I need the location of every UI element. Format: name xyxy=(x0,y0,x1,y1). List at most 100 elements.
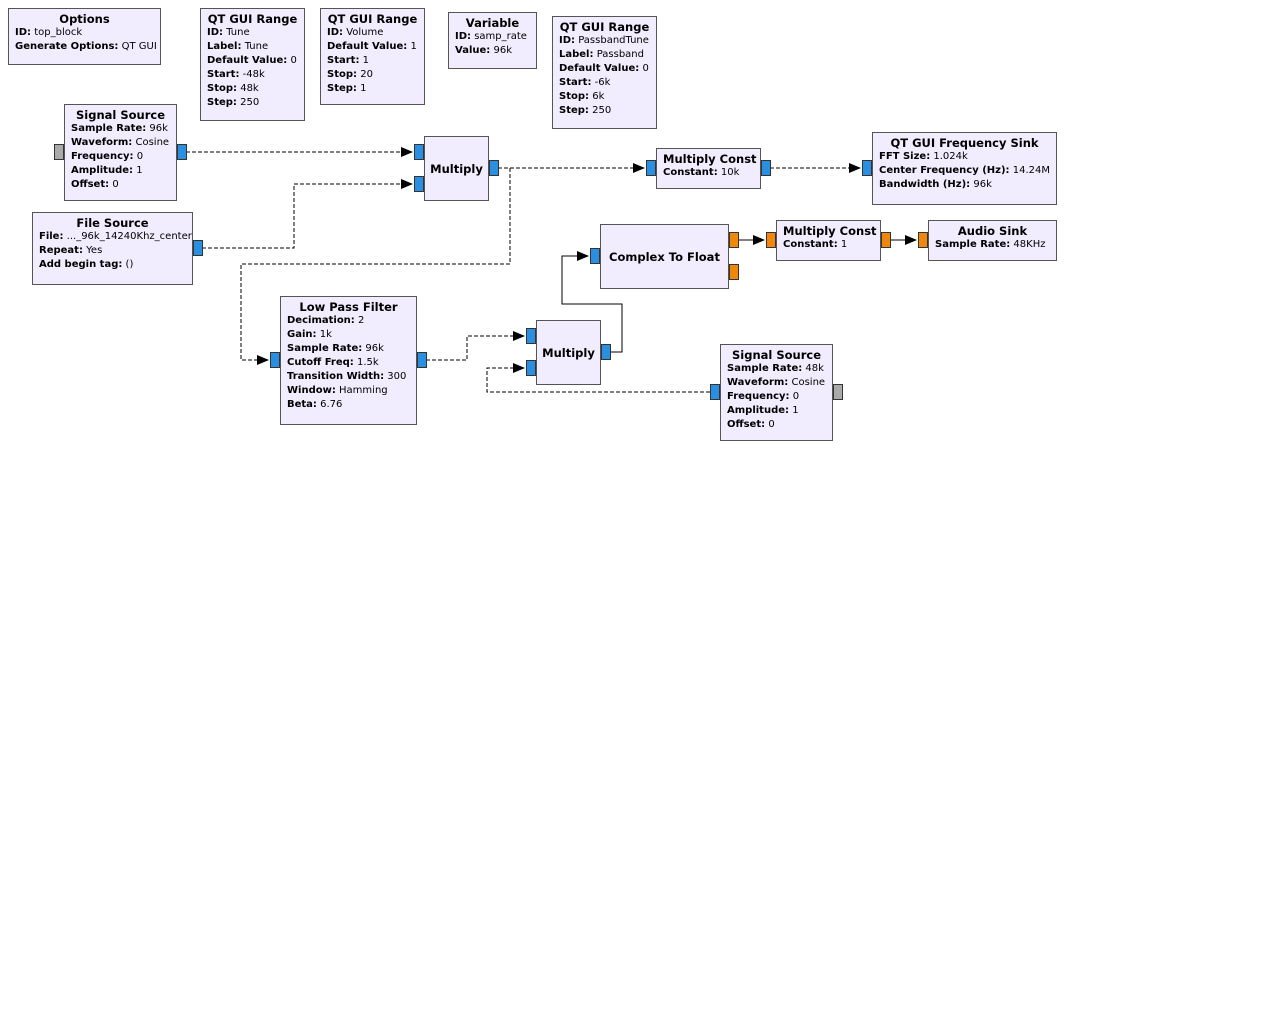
param-id: ID: top_block xyxy=(15,27,83,38)
block-title: QT GUI Frequency Sink xyxy=(890,136,1039,150)
block-title: Multiply Const xyxy=(663,152,757,166)
param-start: Start: -6k xyxy=(559,77,611,88)
param-start: Start: 1 xyxy=(327,55,370,66)
input-port-1[interactable] xyxy=(414,176,424,192)
input-port-0[interactable] xyxy=(414,144,424,160)
complex-to-float-block[interactable]: Complex To Float xyxy=(600,224,729,289)
block-title: Variable xyxy=(465,16,520,30)
param-gain: Gain: 1k xyxy=(287,329,332,340)
block-title: QT GUI Range xyxy=(207,12,298,26)
param-sample-rate: Sample Rate: 96k xyxy=(287,343,384,354)
output-port[interactable] xyxy=(417,352,427,368)
param-stop: Stop: 48k xyxy=(207,83,259,94)
param-label: Label: Tune xyxy=(207,41,269,52)
param-amplitude: Amplitude: 1 xyxy=(727,405,799,416)
multiply-const-block-2[interactable]: Multiply Const Constant: 1 xyxy=(776,220,881,261)
param-stop: Stop: 20 xyxy=(327,69,373,80)
multiply-const-block[interactable]: Multiply Const Constant: 10k xyxy=(656,148,761,189)
param-constant: Constant: 10k xyxy=(663,167,740,178)
block-title: Complex To Float xyxy=(609,249,720,264)
output-port[interactable] xyxy=(177,144,187,160)
variable-block[interactable]: Variable ID: samp_rate Value: 96k xyxy=(448,12,537,69)
block-title: Audio Sink xyxy=(957,224,1028,238)
connection-multiply-to-complex-to-float[interactable] xyxy=(561,251,623,353)
param-sample-rate: Sample Rate: 48k xyxy=(727,363,824,374)
param-step: Step: 250 xyxy=(207,97,260,108)
connection-signal-source-2-to-multiply[interactable] xyxy=(486,363,710,393)
param-frequency: Frequency: 0 xyxy=(727,391,800,402)
param-beta: Beta: 6.76 xyxy=(287,399,343,410)
param-window: Window: Hamming xyxy=(287,385,388,396)
qt-gui-range-passband-block[interactable]: QT GUI Range ID: PassbandTune Label: Pas… xyxy=(552,16,657,129)
param-waveform: Waveform: Cosine xyxy=(727,377,826,388)
input-port-1[interactable] xyxy=(526,360,536,376)
options-block[interactable]: Options ID: top_block Generate Options: … xyxy=(8,8,161,65)
file-source-block[interactable]: File Source File: ..._96k_14240Khz_cente… xyxy=(32,212,193,285)
param-cutoff-freq: Cutoff Freq: 1.5k xyxy=(287,357,379,368)
param-center-frequency: Center Frequency (Hz): 14.24M xyxy=(879,165,1051,176)
block-title: Multiply xyxy=(542,345,595,360)
param-transition-width: Transition Width: 300 xyxy=(287,371,407,382)
input-port[interactable] xyxy=(918,232,928,248)
block-title: QT GUI Range xyxy=(559,20,650,34)
output-port[interactable] xyxy=(881,232,891,248)
connection-low-pass-filter-to-multiply[interactable] xyxy=(426,331,525,361)
input-port-disabled[interactable] xyxy=(833,384,843,400)
qt-gui-frequency-sink-block[interactable]: QT GUI Frequency Sink FFT Size: 1.024k C… xyxy=(872,132,1057,205)
output-port[interactable] xyxy=(489,160,499,176)
param-id: ID: Tune xyxy=(207,27,250,38)
output-port-0[interactable] xyxy=(729,232,739,248)
param-decimation: Decimation: 2 xyxy=(287,315,365,326)
param-waveform: Waveform: Cosine xyxy=(71,137,170,148)
input-port[interactable] xyxy=(766,232,776,248)
output-port[interactable] xyxy=(601,344,611,360)
param-repeat: Repeat: Yes xyxy=(39,245,103,256)
qt-gui-range-volume-block[interactable]: QT GUI Range ID: Volume Default Value: 1… xyxy=(320,8,425,105)
param-stop: Stop: 6k xyxy=(559,91,605,102)
param-sample-rate: Sample Rate: 96k xyxy=(71,123,168,134)
block-title: Signal Source xyxy=(75,108,165,122)
block-title: QT GUI Range xyxy=(327,12,418,26)
param-id: ID: Volume xyxy=(327,27,384,38)
block-title: Signal Source xyxy=(731,348,821,362)
param-bandwidth: Bandwidth (Hz): 96k xyxy=(879,179,992,190)
connection-file-source-to-multiply[interactable] xyxy=(202,179,413,249)
param-offset: Offset: 0 xyxy=(71,179,119,190)
qt-gui-range-tune-block[interactable]: QT GUI Range ID: Tune Label: Tune Defaul… xyxy=(200,8,305,121)
output-port[interactable] xyxy=(761,160,771,176)
param-value: Value: 96k xyxy=(455,45,512,56)
signal-source-block[interactable]: Signal Source Sample Rate: 96k Waveform:… xyxy=(64,104,177,201)
audio-sink-block[interactable]: Audio Sink Sample Rate: 48KHz xyxy=(928,220,1057,261)
signal-source-block-2[interactable]: Signal Source Sample Rate: 48k Waveform:… xyxy=(720,344,833,441)
param-step: Step: 1 xyxy=(327,83,367,94)
param-default-value: Default Value: 1 xyxy=(327,41,417,52)
input-port[interactable] xyxy=(590,248,600,264)
param-file: File: ..._96k_14240Khz_center xyxy=(39,231,192,242)
block-title: Multiply xyxy=(430,161,483,176)
multiply-block-2[interactable]: Multiply xyxy=(536,320,601,385)
input-port[interactable] xyxy=(270,352,280,368)
param-id: ID: PassbandTune xyxy=(559,35,649,46)
param-start: Start: -48k xyxy=(207,69,265,80)
param-add-begin-tag: Add begin tag: () xyxy=(39,259,134,270)
output-port[interactable] xyxy=(193,240,203,256)
low-pass-filter-block[interactable]: Low Pass Filter Decimation: 2 Gain: 1k S… xyxy=(280,296,417,425)
param-amplitude: Amplitude: 1 xyxy=(71,165,143,176)
output-port-1[interactable] xyxy=(729,264,739,280)
block-title: File Source xyxy=(76,216,149,230)
param-id: ID: samp_rate xyxy=(455,31,527,42)
connection-multiply-to-low-pass-filter[interactable] xyxy=(240,167,511,365)
input-port-0[interactable] xyxy=(526,328,536,344)
input-port-disabled[interactable] xyxy=(54,144,64,160)
param-step: Step: 250 xyxy=(559,105,612,116)
param-default-value: Default Value: 0 xyxy=(559,63,649,74)
param-sample-rate: Sample Rate: 48KHz xyxy=(935,239,1046,250)
param-frequency: Frequency: 0 xyxy=(71,151,144,162)
output-port[interactable] xyxy=(710,384,720,400)
multiply-block[interactable]: Multiply xyxy=(424,136,489,201)
input-port[interactable] xyxy=(862,160,872,176)
input-port[interactable] xyxy=(646,160,656,176)
param-label: Label: Passband xyxy=(559,49,644,60)
